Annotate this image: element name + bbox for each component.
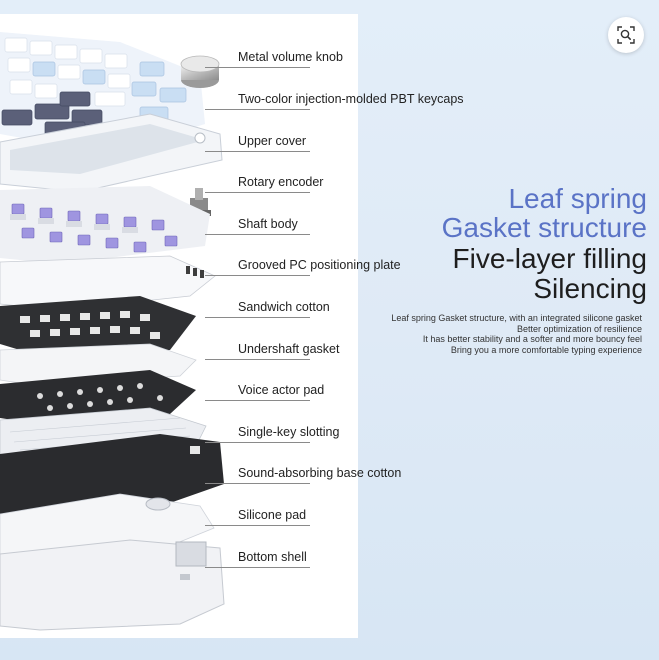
callout-line — [205, 483, 310, 484]
callout-line — [205, 109, 310, 110]
sandwich-cotton — [0, 296, 196, 356]
upper-cover — [0, 113, 223, 193]
label-text: Metal volume knob — [238, 50, 343, 64]
label-text: Voice actor pad — [238, 383, 325, 397]
bottom-shell — [0, 539, 225, 631]
description-line: It has better stability and a softer and… — [422, 334, 642, 344]
callout-line — [205, 317, 310, 318]
headline-line-2: Gasket structure — [441, 212, 647, 243]
callout-line — [205, 442, 310, 443]
label-text: Silicone pad — [238, 508, 307, 522]
description-line: Bring you a more comfortable typing expe… — [450, 344, 642, 355]
label-text: Grooved PC positioning plate — [238, 258, 401, 272]
pc-plate — [0, 255, 216, 311]
label-text: Upper cover — [238, 134, 307, 148]
switches-layer — [0, 186, 210, 264]
zoom-search-icon — [617, 26, 635, 44]
callout-line — [205, 400, 310, 401]
headline-line-4: Silencing — [533, 273, 647, 304]
description-line: Leaf spring Gasket structure, with an in… — [391, 313, 642, 323]
headline-line-3: Five-layer filling — [452, 243, 648, 274]
label-text: Sound-absorbing base cotton — [238, 466, 402, 480]
callout-line — [205, 525, 310, 526]
feature-description: Leaf spring Gasket structure, with an in… — [391, 313, 642, 355]
label-text: Two-color injection-molded PBT keycaps — [238, 92, 464, 106]
headline-line-1: Leaf spring — [508, 183, 647, 214]
callout-line — [205, 67, 310, 68]
label-text: Rotary encoder — [238, 175, 324, 189]
label-text: Bottom shell — [238, 550, 307, 564]
callout-line — [205, 567, 310, 568]
exploded-keyboard-illustration — [0, 32, 225, 631]
label-text: Shaft body — [238, 217, 298, 231]
label-text: Undershaft gasket — [238, 342, 340, 356]
callout-line — [205, 151, 310, 152]
callout-line — [205, 359, 310, 360]
description-line: Better optimization of resilience — [516, 323, 642, 334]
volume-knob — [180, 55, 220, 88]
zoom-button[interactable] — [608, 17, 644, 53]
label-text: Single-key slotting — [238, 425, 340, 439]
label-text: Sandwich cotton — [238, 300, 330, 314]
callout-line — [205, 234, 310, 235]
callout-line — [205, 192, 310, 193]
callout-line — [205, 275, 310, 276]
